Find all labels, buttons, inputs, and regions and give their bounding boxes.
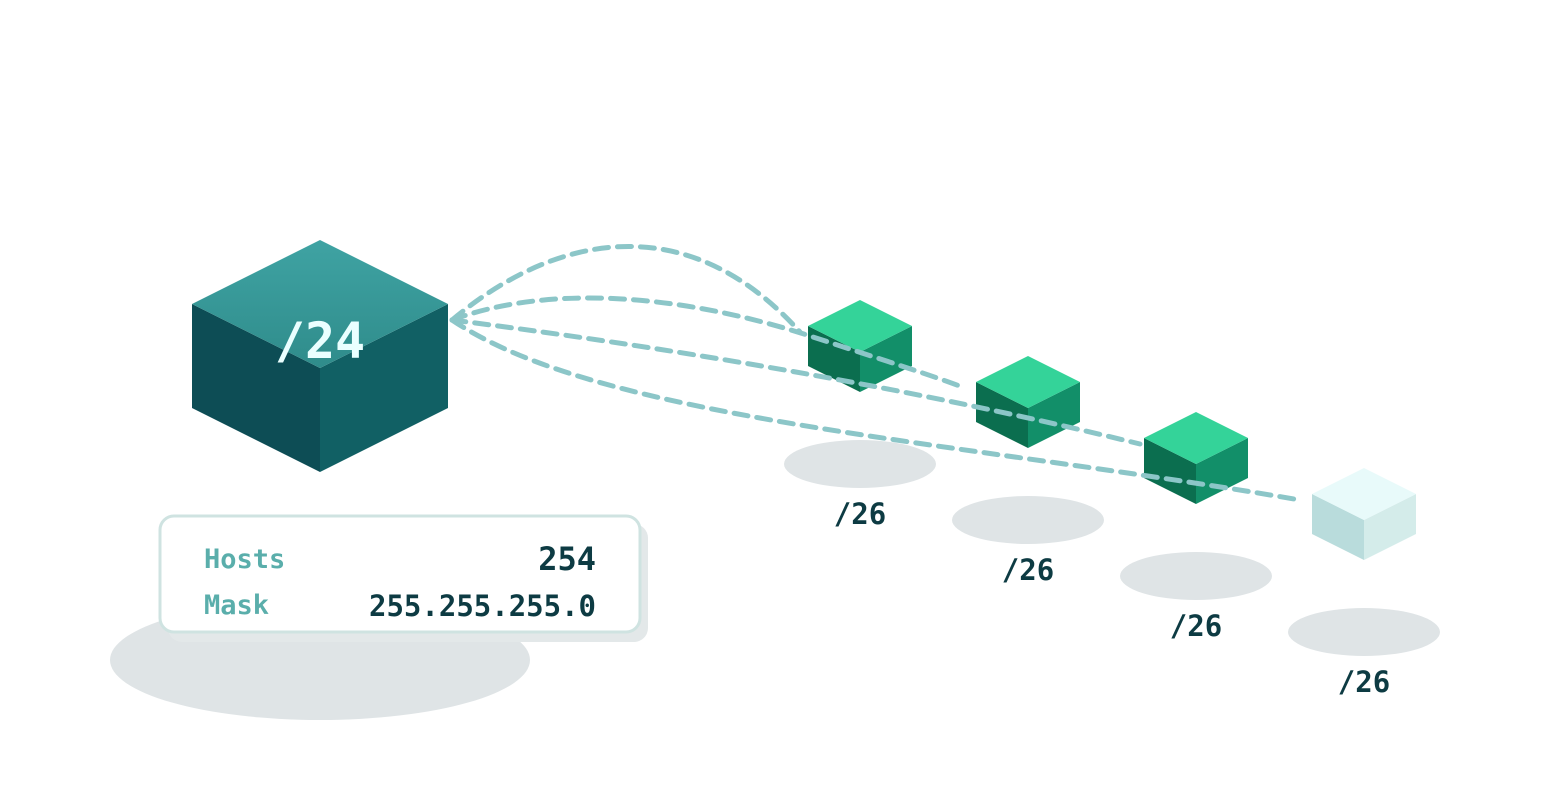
subnet-label-1: /26 xyxy=(834,497,886,531)
info-card: Hosts 254 Mask 255.255.255.0 xyxy=(158,514,648,642)
subnet-cube-3 xyxy=(1144,412,1248,504)
subnet-label-3: /26 xyxy=(1170,609,1222,643)
info-hosts-label: Hosts xyxy=(204,544,285,575)
main-block-right-face xyxy=(320,304,448,472)
subnet-cube-1-left xyxy=(808,326,860,392)
subnet-cube-2-left xyxy=(976,382,1028,448)
subnet-labels: /26 /26 /26 /26 xyxy=(834,497,1390,699)
subnet-cube-4-right xyxy=(1364,494,1416,560)
subnet-cube-3-right xyxy=(1196,438,1248,504)
link-to-subnet-1 xyxy=(449,244,803,335)
subnet-cube-1-top xyxy=(808,300,912,352)
subnet-cube-3-top xyxy=(1144,412,1248,464)
subnet-cube-3-left xyxy=(1144,438,1196,504)
subnet-label-4: /26 xyxy=(1338,665,1390,699)
link-to-subnet-2 xyxy=(449,295,968,391)
subnet-shadow-3 xyxy=(1120,552,1272,600)
subnet-cube-4-left xyxy=(1312,494,1364,560)
main-block-left-face xyxy=(192,304,320,472)
subnet-shadow-2 xyxy=(952,496,1104,544)
subnet-label-2: /26 xyxy=(1002,553,1054,587)
link-to-subnet-4 xyxy=(449,317,1303,503)
subnet-shadows xyxy=(784,440,1440,656)
info-hosts-value: 254 xyxy=(538,540,596,578)
subnet-cube-4-top xyxy=(1312,468,1416,520)
subnet-cube-4 xyxy=(1312,468,1416,560)
subnet-cube-2 xyxy=(976,356,1080,448)
main-block-label: /24 xyxy=(275,312,365,370)
subnet-shadow-1 xyxy=(784,440,936,488)
info-card-panel xyxy=(158,514,642,634)
subnet-cube-2-top xyxy=(976,356,1080,408)
main-block: /24 xyxy=(192,240,448,472)
subnet-cube-2-right xyxy=(1028,382,1080,448)
subnet-shadow-4 xyxy=(1288,608,1440,656)
subnet-links xyxy=(449,244,1303,503)
info-mask-label: Mask xyxy=(204,590,269,621)
link-to-subnet-3 xyxy=(449,317,1143,447)
main-block-top-face xyxy=(192,240,448,368)
info-mask-value: 255.255.255.0 xyxy=(369,589,596,623)
